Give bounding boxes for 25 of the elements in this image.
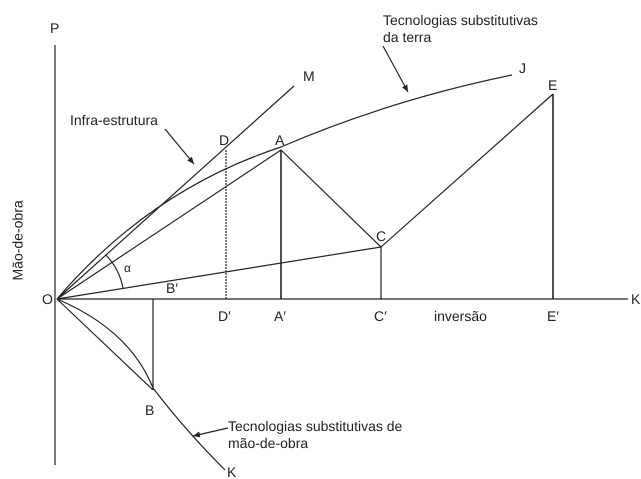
leader-arrow — [192, 427, 228, 438]
leader-arrow — [164, 128, 194, 164]
point-label: E′ — [547, 308, 559, 325]
point-label: P — [50, 20, 60, 37]
point-label: C — [376, 228, 386, 245]
leader-arrow — [382, 46, 409, 92]
point-label: B — [145, 402, 154, 419]
point-label: B′ — [166, 280, 178, 297]
point-label: O — [42, 291, 53, 308]
point-label: D′ — [218, 308, 231, 325]
axis-title: Mão-de-obra — [10, 200, 26, 280]
axis-label: K — [631, 291, 640, 308]
point-label: A′ — [274, 308, 286, 325]
annotation-text: Infra-estrutura — [70, 112, 180, 129]
point-label: C′ — [374, 308, 387, 325]
point-label: D — [219, 132, 230, 149]
point-label: K — [227, 464, 236, 479]
annotation-text: Tecnologias substitutivas de mão-de-obra — [228, 418, 406, 452]
point-label: E — [548, 77, 558, 94]
point-label: A — [275, 132, 284, 149]
point-label: J — [519, 60, 526, 77]
axis-note: inversão — [434, 308, 487, 325]
angle-label: α — [124, 260, 131, 277]
annotation-text: Tecnologias substitutivas da terra — [383, 12, 543, 46]
point-label: M — [303, 68, 315, 85]
